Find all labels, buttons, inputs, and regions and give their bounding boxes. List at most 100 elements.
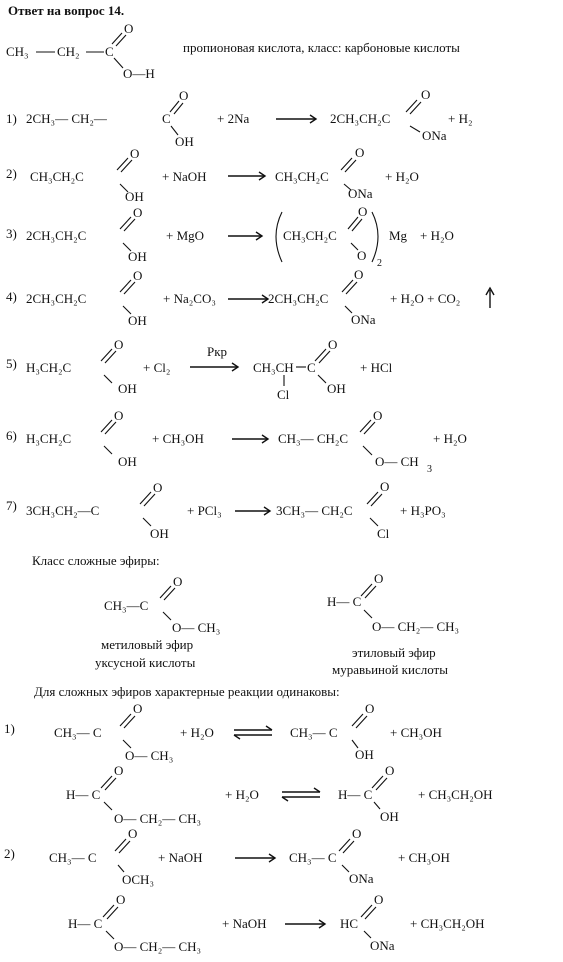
reagent: + NaOH	[222, 916, 267, 931]
double-bond	[366, 491, 379, 505]
reagent: + Cl₂	[143, 360, 170, 375]
reaction-number: 5)	[6, 356, 17, 371]
arrow-head	[309, 114, 318, 124]
double-bond	[119, 216, 132, 230]
reaction-number: 2)	[4, 846, 15, 861]
ester-caption: уксусной кислоты	[95, 655, 196, 670]
reaction-1: 1) 2CH₃— CH₂— C O OH + 2Na 2CH₃CH₂C O ON…	[6, 87, 473, 149]
hydroxyl-group: OH	[125, 189, 144, 204]
reactant-formula: 2CH₃— CH₂—	[26, 111, 108, 126]
hydroxyl-group: OH	[118, 454, 137, 469]
byproduct: + H₂O	[385, 169, 419, 184]
arrow-head	[318, 919, 327, 929]
double-bond	[100, 775, 113, 789]
reaction-number: 1)	[4, 721, 15, 736]
ch2-group: CH₂	[57, 44, 80, 59]
product-formula: CH₃— C	[289, 850, 337, 865]
bond-line	[362, 445, 373, 456]
product-formula: HC	[340, 916, 358, 931]
byproduct: + H₂	[448, 111, 473, 126]
ethyl-formate-structure: H— C O O— CH₂— CH₃ этиловый эфир муравьи…	[327, 571, 459, 677]
product-formula: CH₃— CH₂C	[278, 431, 348, 446]
double-bond	[370, 493, 383, 507]
reactant-formula: H— C	[66, 787, 100, 802]
carbon-atom: C	[307, 360, 316, 375]
ester-caption: метиловый эфир	[101, 637, 193, 652]
double-bond	[143, 493, 156, 507]
oxygen-atom: O	[374, 571, 383, 586]
carbon-atom: C	[162, 111, 171, 126]
double-bond	[363, 421, 376, 435]
reactant-formula: 3CH₃CH₂—C	[26, 503, 99, 518]
esters-class-heading: Класс сложные эфиры:	[32, 553, 160, 568]
reactant-formula: H₃CH₂C	[26, 360, 71, 375]
hydroxyl-group: OH	[355, 747, 374, 762]
arrow-head	[281, 796, 289, 802]
double-bond	[123, 281, 136, 295]
double-bond	[139, 491, 152, 505]
arrow-head	[313, 787, 321, 793]
byproduct: + H₃PO₃	[400, 503, 446, 518]
acyl-group: CH₃—C	[104, 598, 148, 613]
bond-line	[103, 445, 113, 455]
bond-line	[122, 305, 132, 315]
chlorine-atom: Cl	[377, 526, 390, 541]
oxygen-atom: O	[421, 87, 430, 102]
double-bond	[116, 157, 129, 171]
ester-caption: этиловый эфир	[352, 645, 436, 660]
double-bond	[169, 100, 180, 113]
sodium-salt-group: ONa	[351, 312, 376, 327]
ester-reaction-2: H— C O O— CH₂— CH₃ + H₂O H— C O OH + CH₃…	[66, 763, 493, 826]
hydroxyl-group: OH	[150, 526, 169, 541]
sodium-salt-group: ONa	[348, 186, 373, 201]
reaction-2: 2) CH₃CH₂C O OH + NaOH CH₃CH₂C O ONa + H…	[6, 145, 419, 204]
magnesium: Mg	[389, 228, 408, 243]
oxygen-atom: O	[133, 268, 142, 283]
product-formula: 3CH₃— CH₂C	[276, 503, 353, 518]
arrow-head	[261, 294, 270, 304]
byproduct: + H₂O	[433, 431, 467, 446]
reagent: + H₂O	[225, 787, 259, 802]
byproduct: + H₂O + CO₂	[390, 291, 460, 306]
bond-line	[170, 125, 179, 136]
hydroxyl-group: OH	[175, 134, 194, 149]
double-bond	[345, 281, 358, 295]
byproduct: + CH₃CH₂OH	[418, 787, 493, 802]
oxygen-atom: O	[357, 248, 366, 263]
arrow-head	[255, 231, 264, 241]
reagent: + NaOH	[158, 850, 203, 865]
arrow-head	[485, 286, 495, 296]
reagent: + Na₂CO₃	[163, 291, 216, 306]
bond-line	[113, 57, 124, 69]
double-bond	[360, 583, 373, 597]
bond-line	[350, 242, 359, 251]
right-bracket	[371, 211, 379, 263]
hydroxyl-group: OH	[118, 381, 137, 396]
reactant-formula: 2CH₃CH₂C	[26, 228, 86, 243]
product-formula: CH₃CH₂C	[283, 228, 337, 243]
double-bond	[351, 218, 363, 232]
reagent: + CH₃OH	[152, 431, 204, 446]
reactant-formula: CH₃— C	[49, 850, 97, 865]
methyl-acetate-structure: CH₃—C O O— CH₃ метиловый эфир уксусной к…	[95, 574, 220, 670]
double-bond	[123, 715, 136, 729]
bond-line	[103, 801, 113, 811]
product-formula: CH₃CH₂C	[275, 169, 329, 184]
ester-reaction-3: 2) CH₃— C O OCH₃ + NaOH CH₃— C O ONa + C…	[4, 826, 450, 887]
oxygen-atom: O	[128, 826, 137, 841]
product-formula: CH₃— C	[290, 725, 338, 740]
double-bond	[355, 715, 368, 729]
double-bond	[360, 904, 373, 918]
ester-reaction-1: 1) CH₃— C O O— CH₃ + H₂O CH₃— C O OH + C…	[4, 701, 442, 763]
ch3-group: CH₃	[6, 44, 29, 59]
double-bond	[364, 906, 377, 920]
sodium-salt-group: ONa	[422, 128, 447, 143]
double-bond	[318, 350, 331, 364]
bond-line	[162, 611, 172, 621]
oxygen-atom: O	[153, 480, 162, 495]
reagent: + H₂O	[180, 725, 214, 740]
reaction-6: 6) H₃CH₂C O OH + CH₃OH CH₃— CH₂C O O— CH…	[6, 408, 467, 475]
oxygen-atom: O	[380, 479, 389, 494]
byproduct: + CH₃OH	[398, 850, 450, 865]
